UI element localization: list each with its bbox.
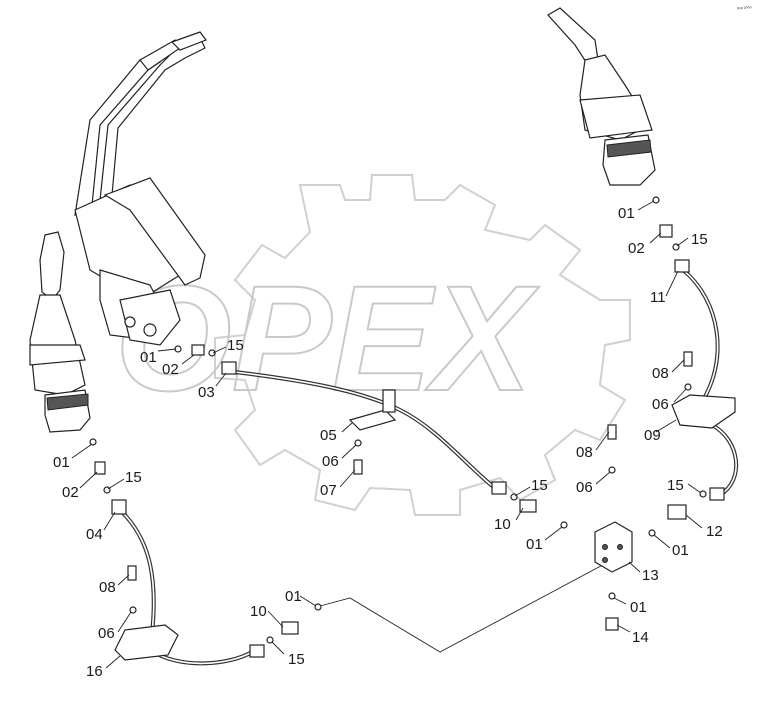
- callout-01-bottom: 01: [285, 588, 302, 605]
- callout-08-right: 08: [576, 444, 593, 461]
- callout-leaders: [71, 200, 703, 669]
- right-joystick: [547, 7, 656, 186]
- bolt-08-topright: [683, 351, 693, 367]
- hose-03-end: [491, 481, 507, 495]
- callout-02-topright: 02: [628, 240, 645, 257]
- corner-mark: ᵍⁿᵃ ²⁰⁰⁰: [737, 6, 752, 12]
- watermark-gear-icon: [214, 174, 631, 516]
- callout-06-topright: 06: [652, 396, 669, 413]
- clamp-05-arm: [382, 389, 396, 413]
- callout-01-topright: 01: [618, 205, 635, 222]
- fitting-03-end: [221, 361, 237, 375]
- fitting-04-end: [111, 499, 127, 515]
- fitting-10-mid: [519, 499, 537, 513]
- callout-04: 04: [86, 526, 103, 543]
- washer-01-mid: [560, 521, 568, 529]
- left-joystick: [29, 231, 91, 433]
- callout-06-right: 06: [576, 479, 593, 496]
- callout-01-right: 01: [672, 542, 689, 559]
- callout-11: 11: [650, 289, 666, 306]
- washer-01-bottom: [314, 603, 322, 611]
- block-port-2: [617, 544, 623, 550]
- callout-06-mid: 06: [322, 453, 339, 470]
- schematic-connection-line: [319, 559, 613, 653]
- hose-end-bottom: [249, 644, 265, 658]
- pedal-assembly: [74, 31, 207, 346]
- callout-15-right-low: 15: [667, 477, 684, 494]
- callout-09: 09: [644, 427, 661, 444]
- fitting-02-pedal: [191, 344, 205, 356]
- callout-15-left: 15: [125, 469, 142, 486]
- bolt-07: [353, 459, 363, 475]
- callout-05: 05: [320, 427, 337, 444]
- washer-15-right-low: [699, 490, 707, 498]
- callout-01-under13: 01: [630, 599, 647, 616]
- callout-12: 12: [706, 523, 723, 540]
- callout-08-topright: 08: [652, 365, 669, 382]
- washer-06-left: [129, 606, 137, 614]
- bolt-08-mid: [607, 424, 617, 440]
- block-port-3: [602, 557, 608, 563]
- callout-14: 14: [632, 629, 649, 646]
- callout-10-mid: 10: [494, 516, 511, 533]
- bolt-08-left: [127, 565, 137, 581]
- callout-06-left: 06: [98, 625, 115, 642]
- washer-06-topright: [684, 383, 692, 391]
- fittings: [89, 196, 736, 661]
- washer-15-bottom: [266, 636, 274, 644]
- fitting-02-topright: [659, 224, 673, 238]
- hose-11-end: [674, 259, 690, 273]
- callout-08-left: 08: [99, 579, 116, 596]
- callout-15-topright: 15: [691, 231, 708, 248]
- callout-10-bottom: 10: [250, 603, 267, 620]
- washer-01-right: [648, 529, 656, 537]
- washer-01-under13: [608, 592, 616, 600]
- washer-06-mid: [354, 439, 362, 447]
- washer-01-left: [89, 438, 97, 446]
- bracket-09: [671, 394, 736, 429]
- plug-14: [605, 617, 619, 631]
- valve-block-13: [594, 521, 633, 573]
- callout-15-bottom: 15: [288, 651, 305, 668]
- watermark-text: OPEX: [115, 254, 540, 422]
- block-port-1: [602, 544, 608, 550]
- callout-15-mid: 15: [531, 477, 548, 494]
- washer-01-topright: [652, 196, 660, 204]
- callout-03: 03: [198, 384, 215, 401]
- callout-01-pedal: 01: [140, 349, 157, 366]
- callout-02-pedal: 02: [162, 361, 179, 378]
- bracket-16: [114, 624, 179, 661]
- callout-13: 13: [642, 567, 659, 584]
- washer-15-pedal: [208, 349, 216, 357]
- elbow-12: [667, 504, 687, 520]
- washer-06-mid-right: [608, 466, 616, 474]
- callout-labels: 01 02 15 03 01 02 15 04 08 06 16 05 06 0…: [53, 205, 723, 680]
- callout-02-left: 02: [62, 484, 79, 501]
- callout-16: 16: [86, 663, 103, 680]
- callout-15-pedal: 15: [227, 337, 244, 354]
- fitting-10-bottom: [281, 621, 299, 635]
- callout-07: 07: [320, 482, 337, 499]
- callout-01-left: 01: [53, 454, 70, 471]
- hose-right-end: [709, 487, 725, 501]
- fitting-02-left: [94, 461, 106, 475]
- callout-01-mid: 01: [526, 536, 543, 553]
- hoses: [120, 268, 739, 666]
- clamp-05: [348, 409, 397, 431]
